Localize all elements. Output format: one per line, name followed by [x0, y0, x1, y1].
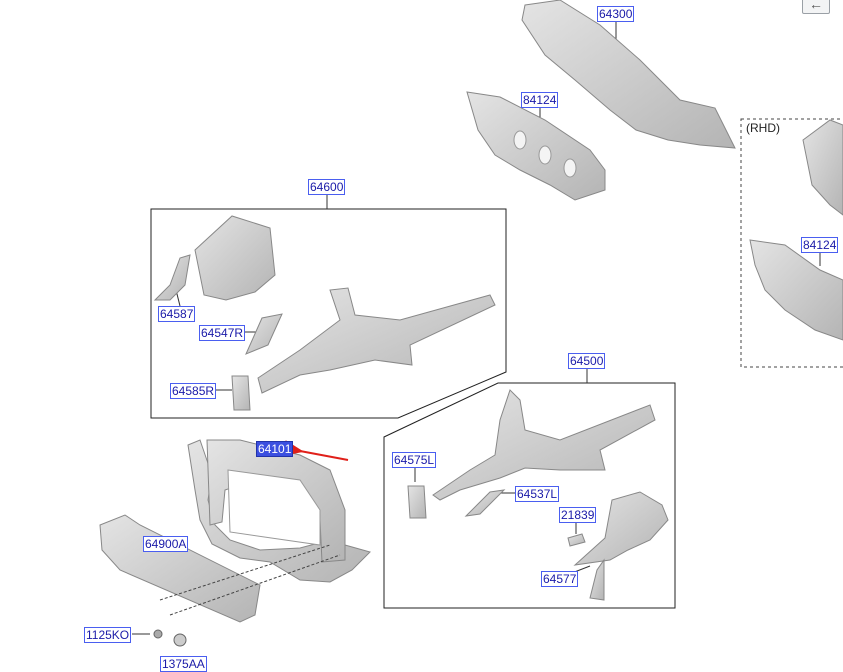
- part-label-64577[interactable]: 64577: [541, 571, 579, 587]
- group-frame-64600: [150, 208, 507, 419]
- rhd-note: (RHD): [746, 121, 780, 135]
- part-64587: [153, 254, 191, 301]
- part-84124: [466, 91, 606, 201]
- part-label-64537l[interactable]: 64537L: [515, 486, 560, 502]
- part-rhd-dash: [802, 119, 843, 216]
- part-64585r: [231, 375, 251, 411]
- part-label-64547r[interactable]: 64547R: [199, 325, 246, 341]
- back-button[interactable]: ←: [802, 0, 830, 14]
- part-label-64585r[interactable]: 64585R: [170, 383, 217, 399]
- part-64547r: [245, 313, 283, 355]
- part-label-64500[interactable]: 64500: [568, 353, 606, 369]
- part-label-64575l[interactable]: 64575L: [392, 452, 437, 468]
- part-64900a: [99, 514, 261, 623]
- selection-arrow-icon: [282, 440, 349, 461]
- part-label-1125ko[interactable]: 1125KO: [84, 627, 132, 643]
- part-64577: [589, 558, 605, 601]
- rhd-frame: [740, 118, 843, 368]
- part-wheel-house: [194, 215, 276, 301]
- part-64575l: [407, 485, 427, 519]
- carrier-opening: [227, 469, 321, 546]
- part-label-84124[interactable]: 84124: [521, 92, 559, 108]
- nut-icon: [173, 633, 187, 647]
- part-21839: [567, 533, 586, 547]
- part-label-64101[interactable]: 64101: [256, 441, 294, 457]
- part-front-side-member-r: [257, 287, 496, 394]
- bolt-icon: [153, 629, 163, 639]
- part-label-64300[interactable]: 64300: [597, 6, 635, 22]
- part-rhd-84124: [749, 239, 843, 341]
- insulator-holes: [513, 130, 577, 178]
- part-64537l: [464, 489, 506, 517]
- assembly-line-2: [169, 554, 341, 616]
- arrow-left-icon: ←: [809, 0, 823, 12]
- part-label-21839[interactable]: 21839: [559, 507, 597, 523]
- part-label-84124-rhd[interactable]: 84124: [801, 237, 839, 253]
- part-label-64600[interactable]: 64600: [308, 179, 346, 195]
- part-front-side-member-l: [432, 389, 656, 501]
- part-label-64587[interactable]: 64587: [158, 306, 196, 322]
- part-wheel-house-l: [573, 491, 669, 566]
- part-label-bottom[interactable]: 1375AA: [160, 656, 207, 672]
- part-label-64900a[interactable]: 64900A: [143, 536, 189, 552]
- part-64300: [521, 0, 736, 149]
